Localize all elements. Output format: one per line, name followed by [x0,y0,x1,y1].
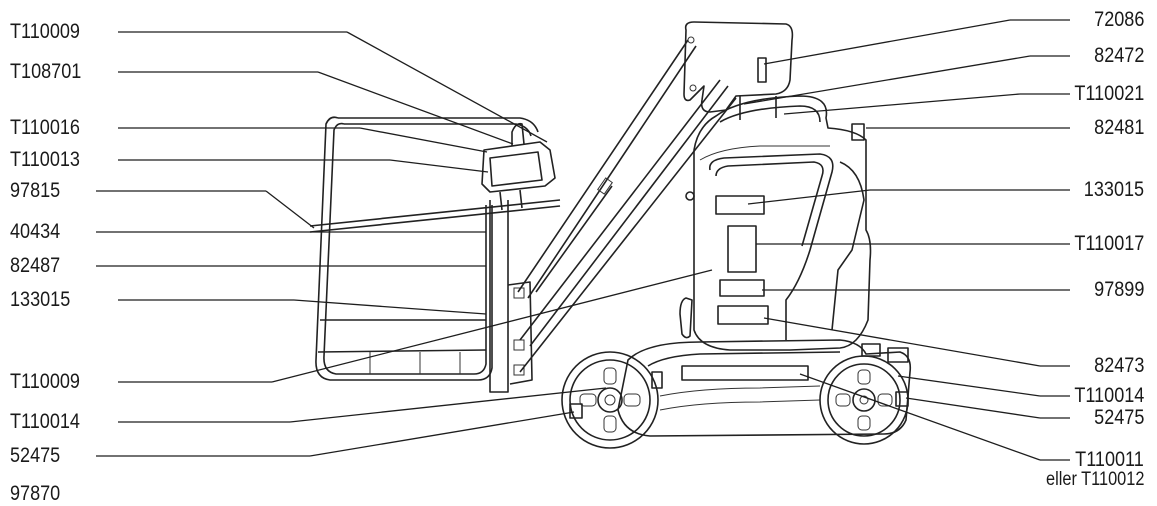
part-label-97899: 97899 [1093,278,1144,301]
part-label-133015-right: 133015 [1083,178,1144,201]
mast-bracket [489,200,533,393]
part-label-t110013: T110013 [10,148,80,171]
part-label-t110009-bottom: T110009 [10,370,80,393]
part-label-52475-left: 52475 [10,444,61,467]
machine-drawing [96,19,1070,461]
part-label-97870-cropped: 97870 [10,482,61,505]
part-label-t108701: T108701 [10,60,82,83]
part-label-t110014-left: T110014 [10,410,80,433]
part-label-82473: 82473 [1093,354,1144,377]
mast-tower [679,95,872,351]
jib-head [683,21,794,120]
leader-lines-right [743,19,1070,461]
part-label-82487: 82487 [10,254,61,277]
rear-wheel [819,355,909,445]
front-wheel [561,351,659,449]
part-label-t110009-top: T110009 [10,20,80,43]
chassis [617,339,912,437]
part-label-t110021: T110021 [1074,82,1144,105]
part-label-t110016: T110016 [10,116,80,139]
part-label-82472: 82472 [1093,44,1144,67]
lift-decal-diagram: T110009 T108701 T110016 T110013 97815 40… [10,8,1144,505]
part-label-eller-t110012: eller T110012 [1045,469,1144,490]
part-label-40434: 40434 [10,220,61,243]
leader-lines-left [96,31,713,457]
part-label-t110011: T110011 [1075,448,1144,471]
part-label-t110014-right: T110014 [1074,384,1144,407]
part-label-133015-left: 133015 [10,288,71,311]
boom-arm [517,39,737,373]
part-label-97815: 97815 [10,179,61,202]
platform-basket [309,116,561,381]
part-label-t110017: T110017 [1074,232,1144,255]
part-label-82481: 82481 [1093,116,1144,139]
part-label-72086: 72086 [1093,8,1144,31]
part-label-52475-right: 52475 [1093,406,1144,429]
